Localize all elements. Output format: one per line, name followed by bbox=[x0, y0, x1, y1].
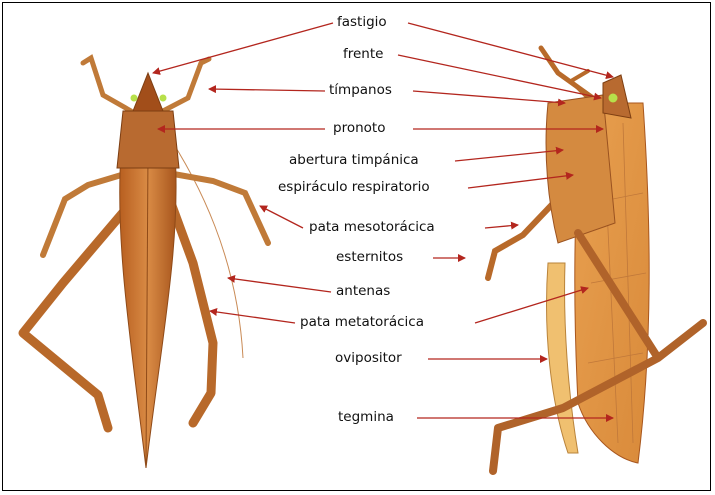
lateral-thorax bbox=[546, 95, 615, 243]
arrow-timpanos-right bbox=[413, 91, 565, 103]
arrow-frente bbox=[398, 55, 601, 98]
label-esternitos: esternitos bbox=[336, 249, 403, 265]
dorsal-front-leg-right bbox=[163, 59, 209, 111]
label-antenas: antenas bbox=[336, 283, 390, 299]
label-espiraculo-respiratorio: espiráculo respiratorio bbox=[278, 179, 430, 195]
label-pata-metatoracica: pata metatorácica bbox=[300, 314, 424, 330]
dorsal-eye-left bbox=[131, 95, 138, 102]
arrow-fastigio-right bbox=[408, 23, 613, 77]
diagram-frame: fastigio frente tímpanos pronoto abertur… bbox=[2, 2, 711, 491]
label-tegmina: tegmina bbox=[338, 409, 394, 425]
label-pata-mesotoracica: pata mesotorácica bbox=[309, 219, 435, 235]
dorsal-front-leg-left bbox=[83, 58, 131, 111]
dorsal-head bbox=[133, 73, 163, 111]
label-pronoto: pronoto bbox=[333, 120, 385, 136]
arrow-pata-meso-right bbox=[485, 225, 518, 228]
label-abertura-timpanica: abertura timpánica bbox=[289, 152, 419, 168]
arrow-timpanos-left bbox=[209, 89, 325, 91]
label-fastigio: fastigio bbox=[337, 14, 387, 30]
dorsal-specimen bbox=[23, 58, 268, 468]
arrow-antenas bbox=[228, 278, 331, 292]
lateral-eye bbox=[609, 94, 618, 103]
label-frente: frente bbox=[343, 46, 383, 62]
lateral-ovipositor bbox=[547, 263, 578, 453]
arrow-pata-meta-right bbox=[475, 288, 588, 323]
dorsal-eye-right bbox=[160, 95, 167, 102]
lateral-specimen bbox=[488, 48, 703, 471]
label-ovipositor: ovipositor bbox=[335, 350, 402, 366]
dorsal-hind-leg-left bbox=[23, 203, 131, 428]
label-timpanos: tímpanos bbox=[329, 82, 392, 98]
arrow-pata-meso-left bbox=[260, 206, 303, 228]
arrow-fastigio-left bbox=[153, 23, 333, 73]
dorsal-pronotum bbox=[117, 111, 179, 168]
dorsal-mid-leg-left bbox=[43, 173, 128, 255]
dorsal-hind-leg-right bbox=[171, 203, 213, 423]
arrow-pata-meta-left bbox=[210, 311, 295, 323]
